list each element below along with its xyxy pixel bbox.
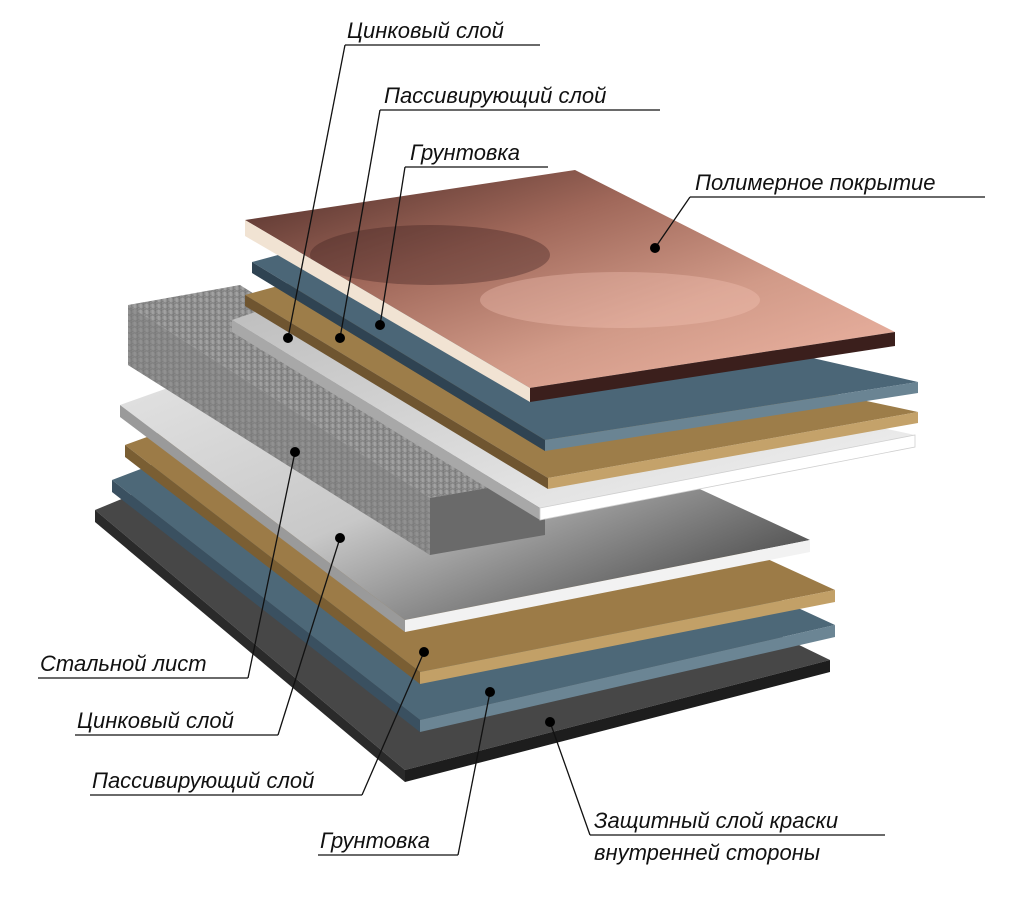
label-top-zinc: Цинковый слой [347,18,504,43]
layer-polymer [245,170,895,402]
dot-polymer [650,243,660,253]
dot-bottom-passivating [419,647,429,657]
label-back-paint-line2: внутренней стороны [594,840,821,865]
dot-bottom-zinc [335,533,345,543]
dot-top-passivating [335,333,345,343]
leader-lines [38,44,985,856]
label-polymer: Полимерное покрытие [695,170,936,195]
label-top-passivating: Пассивирующий слой [384,83,607,108]
dot-top-zinc [283,333,293,343]
dot-back-paint [545,717,555,727]
dot-steel [290,447,300,457]
dot-top-primer [375,320,385,330]
label-bottom-passivating: Пассивирующий слой [92,768,315,793]
dot-bottom-primer [485,687,495,697]
label-steel: Стальной лист [40,651,207,676]
label-bottom-primer: Грунтовка [320,828,431,853]
label-back-paint-line1: Защитный слой краски [594,808,839,833]
label-bottom-zinc: Цинковый слой [77,708,234,733]
label-top-primer: Грунтовка [410,140,521,165]
marker-dots [283,243,660,727]
